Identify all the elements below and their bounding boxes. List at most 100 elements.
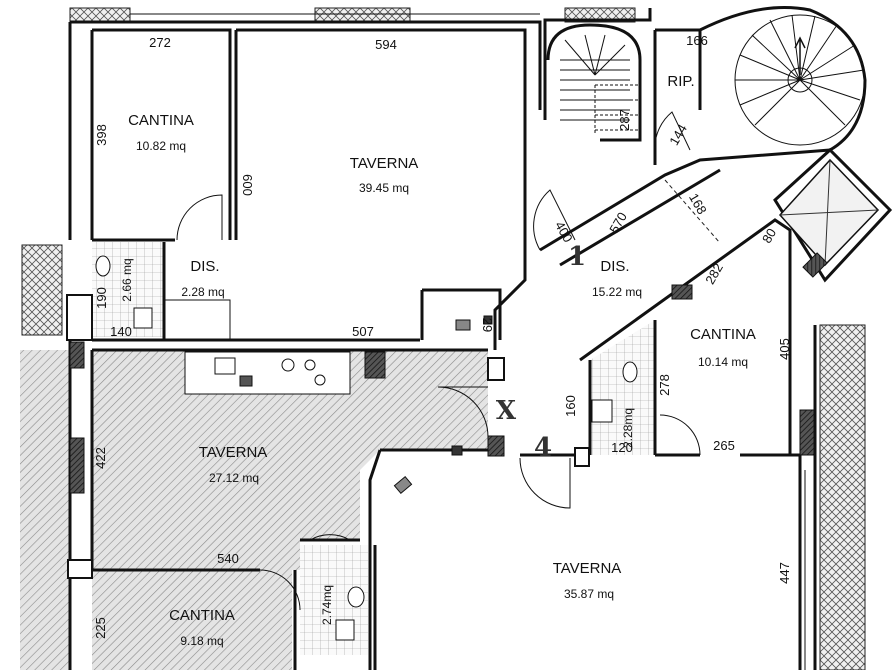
skylight-cross bbox=[779, 159, 879, 266]
wall-taverna-se bbox=[368, 448, 575, 670]
wall-diag-north bbox=[539, 148, 831, 252]
fixtures bbox=[95, 13, 806, 670]
doors bbox=[164, 111, 701, 611]
sink-east bbox=[591, 399, 613, 423]
wall-cantina-nw bbox=[92, 28, 232, 242]
fixture-taverna-se bbox=[393, 475, 413, 495]
dimension-405: 405 bbox=[777, 338, 792, 360]
window-line-north bbox=[130, 13, 540, 23]
dimension-lines bbox=[664, 179, 721, 244]
wc-sw bbox=[347, 586, 365, 608]
door-cantina-e bbox=[659, 414, 701, 456]
column-4 bbox=[364, 351, 386, 379]
column-8 bbox=[799, 409, 815, 456]
column-5 bbox=[487, 357, 505, 381]
exterior-west-top bbox=[21, 244, 63, 336]
door-bath-sw bbox=[309, 534, 351, 541]
dimension-144: 144 bbox=[666, 122, 690, 148]
room-area: 2.66 mq bbox=[120, 258, 134, 301]
room-labels: CANTINA 10.82 mq TAVERNA 39.45 mq DIS. 2… bbox=[120, 73, 756, 648]
dimension-labels: 272 594 398 600 190 140 507 29 166 287 1… bbox=[93, 33, 792, 639]
room-name: DIS. bbox=[600, 258, 629, 275]
column-6 bbox=[487, 435, 505, 457]
room-area: 2.28 mq bbox=[181, 285, 224, 299]
stove-burner-3 bbox=[314, 374, 326, 386]
door-bath-w bbox=[164, 299, 231, 340]
room-area: 2.74mq bbox=[320, 585, 334, 625]
dimension-80: 80 bbox=[759, 226, 779, 246]
staircase-straight bbox=[560, 34, 640, 135]
staircase-spiral bbox=[734, 14, 866, 146]
dimension-140: 140 bbox=[110, 324, 132, 339]
room-name: TAVERNA bbox=[199, 444, 268, 461]
room-area: 35.87 mq bbox=[564, 587, 614, 601]
cantina-sw-floor bbox=[92, 570, 292, 670]
room-name: CANTINA bbox=[128, 112, 194, 129]
dimension-168: 168 bbox=[686, 191, 710, 217]
dimension-422: 422 bbox=[93, 447, 108, 469]
dimension-166: 166 bbox=[686, 33, 708, 48]
room-name: CANTINA bbox=[690, 326, 756, 343]
dimension-190: 190 bbox=[94, 287, 109, 309]
room-area: 39.45 mq bbox=[359, 181, 409, 195]
room-name: DIS. bbox=[190, 258, 219, 275]
sink-west bbox=[133, 307, 153, 329]
column-7 bbox=[671, 284, 693, 300]
door-cantina-nw bbox=[176, 194, 223, 241]
dimension-278: 278 bbox=[657, 374, 672, 396]
wall-center-west bbox=[493, 120, 527, 350]
room-area: 15.22 mq bbox=[592, 285, 642, 299]
dimline-168 bbox=[664, 179, 721, 244]
dimension-160: 160 bbox=[563, 395, 578, 417]
door-taverna-se bbox=[519, 457, 571, 509]
unit-markers: 1 X 4 bbox=[496, 242, 586, 463]
wall-bath-sw bbox=[293, 545, 377, 670]
stove-burner-2 bbox=[304, 359, 316, 371]
dimension-507: 507 bbox=[352, 324, 374, 339]
room-area: 10.14 mq bbox=[698, 355, 748, 369]
column-9 bbox=[574, 447, 590, 467]
room-name: TAVERNA bbox=[350, 155, 419, 172]
unit-marker-1: 1 bbox=[568, 242, 586, 272]
stove-burner-1 bbox=[281, 358, 295, 372]
room-name: CANTINA bbox=[169, 607, 235, 624]
dimension-225: 225 bbox=[93, 617, 108, 639]
fixture-small-center bbox=[483, 315, 493, 325]
kitchen-sink bbox=[214, 357, 236, 375]
sink-sw bbox=[335, 619, 355, 641]
dimension-282: 282 bbox=[702, 261, 726, 287]
dimension-398: 398 bbox=[94, 124, 109, 146]
wall-cantina-e bbox=[653, 320, 800, 457]
fixture-store bbox=[455, 319, 471, 331]
stair-dashed bbox=[594, 84, 640, 135]
door-dis-center bbox=[533, 189, 576, 251]
wall-west-upper bbox=[68, 22, 94, 240]
exterior-north-strip bbox=[69, 7, 131, 23]
walls bbox=[68, 6, 893, 670]
wall-taverna-n-east bbox=[234, 28, 527, 240]
wc-west bbox=[95, 255, 111, 277]
room-area: 27.12 mq bbox=[209, 471, 259, 485]
dimension-265: 265 bbox=[713, 438, 735, 453]
dimension-594: 594 bbox=[375, 37, 397, 52]
wall-east-outer bbox=[798, 325, 817, 670]
door-taverna-sw bbox=[437, 386, 489, 438]
spiral-arrow bbox=[794, 36, 806, 75]
taverna-sw-floor bbox=[92, 350, 488, 570]
column-2 bbox=[69, 341, 85, 369]
fixture-taverna-sw bbox=[239, 375, 253, 387]
dimension-120: 120 bbox=[611, 440, 633, 455]
wall-store bbox=[420, 288, 502, 340]
skylight-block bbox=[802, 252, 828, 278]
wall-skylight bbox=[773, 147, 893, 283]
wall-diag-center bbox=[559, 168, 721, 267]
unit-marker-4: 4 bbox=[534, 433, 552, 463]
dimension-570: 570 bbox=[606, 210, 630, 236]
exterior-north-strip-2 bbox=[314, 7, 411, 23]
wall-dis-w bbox=[92, 242, 420, 342]
side-strip-west bbox=[20, 350, 70, 670]
unit-marker-x: X bbox=[496, 396, 517, 426]
wc-east bbox=[622, 361, 638, 383]
column-1 bbox=[66, 294, 93, 341]
